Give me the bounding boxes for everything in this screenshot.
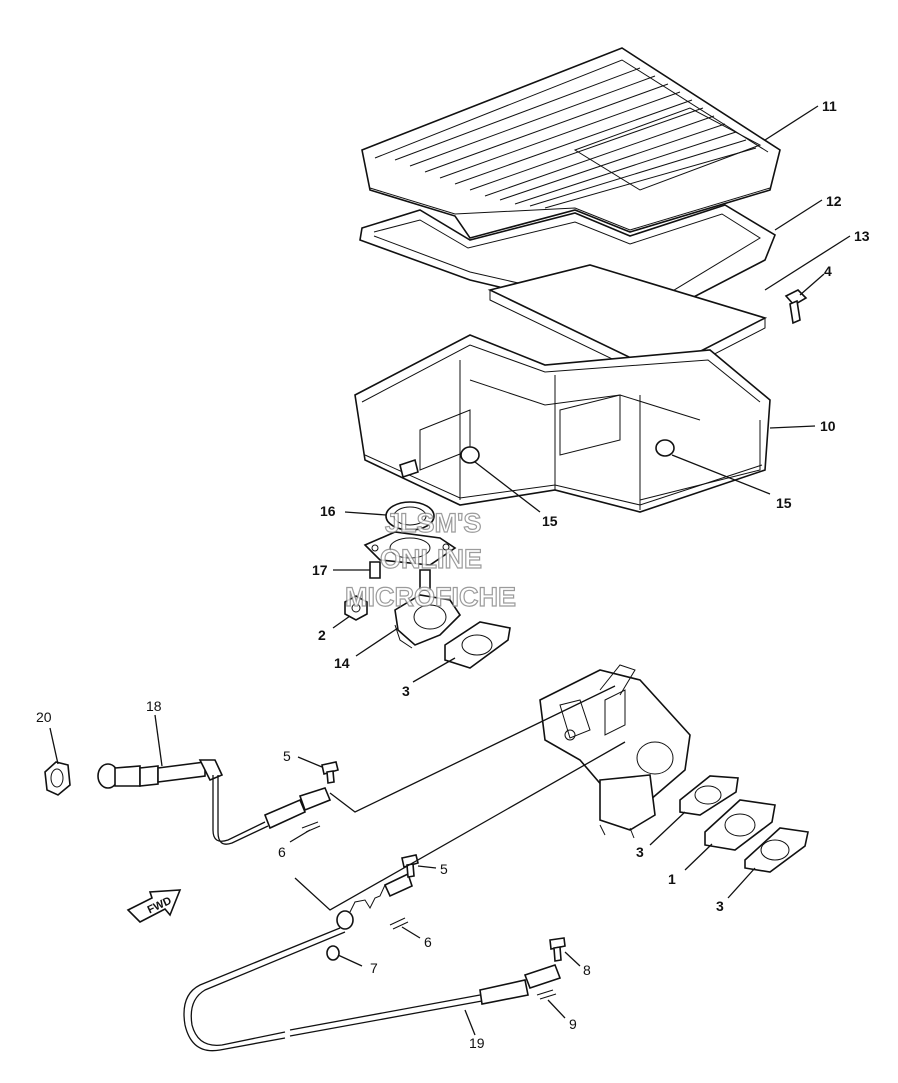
callout-3-lower: 3	[716, 898, 724, 914]
fwd-arrow-icon: FWD	[126, 889, 182, 923]
callout-6-lower: 6	[424, 934, 432, 950]
callout-19: 19	[469, 1035, 485, 1051]
callout-3-upper: 3	[402, 683, 410, 699]
callout-3-middle: 3	[636, 844, 644, 860]
air-cleaner-cover	[361, 47, 781, 239]
callout-12: 12	[826, 193, 842, 209]
clip-part-9	[536, 989, 557, 1000]
leader-lines	[49, 105, 851, 1036]
watermark-line-3: MICROFICHE	[345, 582, 516, 612]
gasket-part-3-middle	[679, 775, 739, 816]
watermark-line-2: ONLINE	[380, 544, 482, 574]
callout-10: 10	[820, 418, 836, 434]
callout-7: 7	[370, 960, 378, 976]
callout-11: 11	[822, 98, 837, 114]
callout-8: 8	[583, 962, 591, 978]
callout-9: 9	[569, 1016, 577, 1032]
carburetor	[539, 664, 691, 839]
callout-4: 4	[824, 263, 832, 279]
elbow-part-14	[394, 594, 462, 649]
clip-part-6-upper	[301, 821, 321, 833]
screw-part-8	[549, 937, 566, 962]
screw-part-5-lower	[401, 854, 419, 878]
callout-15-right: 15	[776, 495, 792, 511]
gasket-part-3-lower	[744, 827, 809, 873]
clip-part-6-lower	[389, 917, 409, 930]
mounting-plate	[363, 531, 457, 566]
callout-15-left: 15	[542, 513, 558, 529]
callout-17: 17	[312, 562, 328, 578]
callout-6-upper: 6	[278, 844, 286, 860]
air-cleaner-base	[354, 334, 771, 513]
watermark-line-1: JLSM'S	[385, 508, 481, 538]
screw-part-4	[784, 289, 808, 325]
washer-part-7	[326, 945, 340, 961]
gasket-part-16	[385, 501, 435, 531]
screw-part-5-upper	[321, 761, 339, 784]
choke-cable-part-18	[97, 759, 332, 845]
nut-part-2	[344, 595, 368, 621]
throttle-cable-part-19	[183, 872, 562, 1052]
insulator-part-1	[704, 799, 776, 851]
callout-20: 20	[36, 709, 52, 725]
callout-14: 14	[334, 655, 350, 671]
gasket-part-3-upper	[444, 621, 511, 669]
callout-16: 16	[320, 503, 336, 519]
callout-13: 13	[854, 228, 870, 244]
callout-2: 2	[318, 627, 326, 643]
callout-5-lower: 5	[440, 861, 448, 877]
stud-part-17	[369, 561, 431, 591]
callouts: 11 12 13 4 10 15 15 16 17 2 14 3 20 18 5…	[36, 98, 870, 1051]
callout-1: 1	[668, 871, 676, 887]
callout-5-upper: 5	[283, 748, 291, 764]
panel-nut-part-20	[44, 761, 71, 796]
callout-18: 18	[146, 698, 162, 714]
watermark: JLSM'S ONLINE MICROFICHE	[344, 507, 516, 612]
